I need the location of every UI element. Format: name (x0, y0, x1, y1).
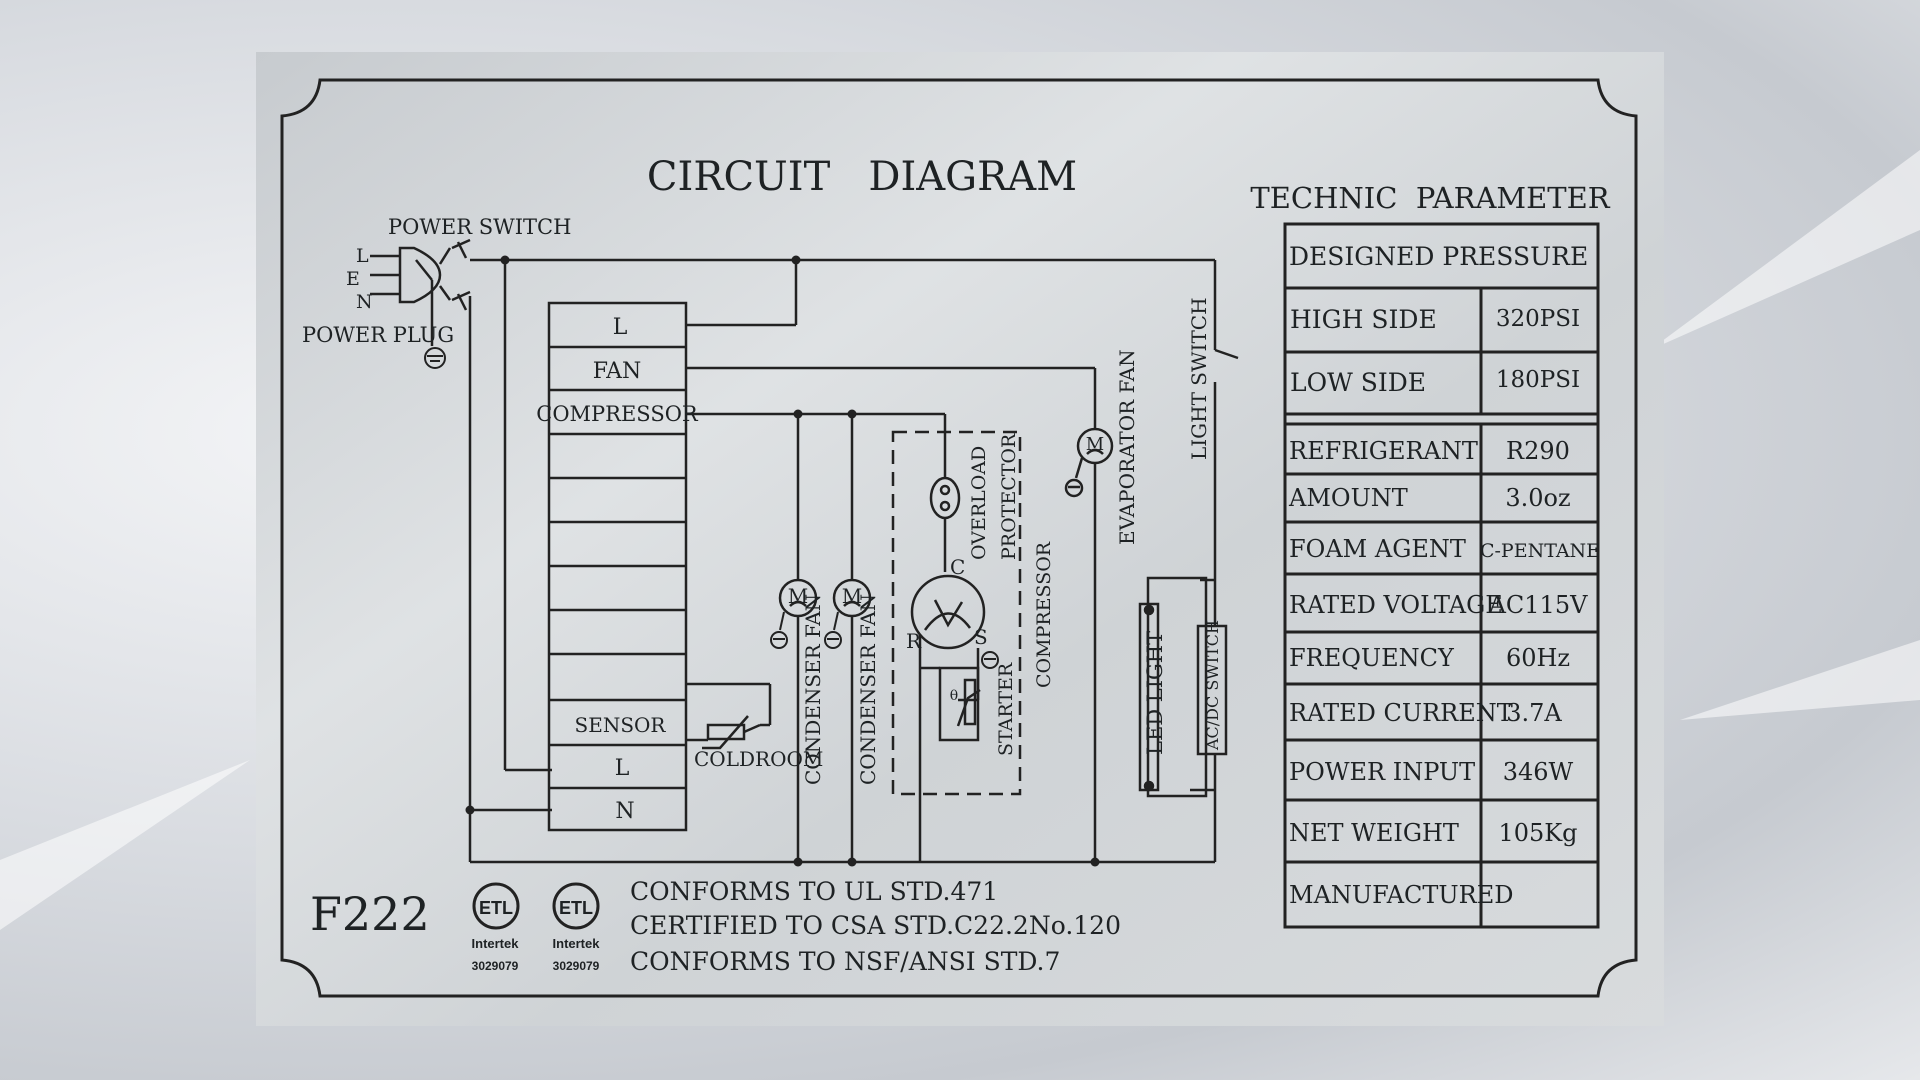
terminal-c-label: C (950, 555, 965, 579)
foam-agent-value: C-PENTANE (1480, 540, 1600, 562)
board-terminal-l-top: L (613, 315, 628, 340)
terminal-r-label: R (906, 629, 922, 653)
conformity-line-1: CONFORMS TO UL STD.471 (630, 877, 998, 906)
acdc-switch-label: AC/DC SWITCH (1203, 620, 1222, 751)
etl-logo-1: ETL Intertek 3029079 (472, 882, 520, 973)
foam-agent-label: FOAM AGENT (1289, 535, 1466, 563)
wiring (468, 258, 1239, 864)
board-terminal-n: N (615, 799, 634, 824)
evaporator-fan-motor-symbol: M (1086, 434, 1104, 455)
power-switch-label: POWER SWITCH (388, 215, 571, 239)
condenser-fan-ground-icons (770, 611, 842, 649)
intertek-1-number: 3029079 (472, 959, 519, 973)
starter-theta-label: θ (950, 688, 958, 704)
diagram-title: CIRCUIT DIAGRAM (647, 154, 1077, 200)
power-input-label: POWER INPUT (1289, 758, 1475, 786)
board-terminal-sensor: SENSOR (575, 713, 667, 737)
wire-junction-dots (465, 255, 1100, 867)
board-terminal-compressor: COMPRESSOR (536, 402, 699, 426)
condenser-fan-2-label: CONDENSER FAN (856, 594, 880, 785)
board-terminal-fan: FAN (593, 359, 642, 384)
conformity-line-2: CERTIFIED TO CSA STD.C22.2No.120 (630, 911, 1121, 940)
thermistor-icon (700, 715, 761, 750)
amount-label: AMOUNT (1288, 484, 1408, 512)
amount-value: 3.0oz (1505, 484, 1570, 512)
intertek-1-label: Intertek (472, 936, 520, 951)
designed-pressure-label: DESIGNED PRESSURE (1289, 242, 1588, 271)
power-input-value: 346W (1503, 758, 1574, 786)
condenser-fan-1-motor-icon (778, 578, 818, 618)
rated-current-label: RATED CURRENT (1289, 699, 1513, 727)
condenser-fan-1-label: CONDENSER FAN (801, 594, 825, 785)
net-weight-label: NET WEIGHT (1289, 819, 1459, 847)
rated-voltage-label: RATED VOLTAGE (1289, 591, 1503, 619)
high-side-label: HIGH SIDE (1290, 305, 1437, 334)
control-board (547, 301, 688, 832)
technic-parameter-table (1283, 222, 1600, 929)
manufactured-label: MANUFACTURED (1289, 881, 1513, 909)
condenser-fan-1-motor-symbol: M (788, 584, 808, 608)
high-side-value: 320PSI (1496, 306, 1580, 332)
ground-icon (424, 347, 446, 369)
power-plug-label: POWER PLUG (302, 323, 454, 347)
refrigerant-value: R290 (1506, 437, 1570, 465)
etl-logo-1-text: ETL (479, 898, 513, 918)
coldroom-label: COLDROOM (694, 747, 823, 771)
board-terminal-l-bottom: L (615, 756, 630, 781)
compressor-ground-icon (981, 651, 999, 669)
frequency-value: 60Hz (1506, 644, 1570, 672)
pin-n-label: N (356, 291, 373, 313)
metal-plate (256, 52, 1664, 1026)
pin-l-label: L (356, 245, 369, 267)
terminal-s-label: S (974, 625, 988, 649)
rated-voltage-value: AC115V (1488, 591, 1589, 619)
conformity-line-3: CONFORMS TO NSF/ANSI STD.7 (630, 947, 1060, 976)
evaporator-fan-motor-icon (1064, 427, 1114, 498)
plate-border (280, 78, 1638, 998)
compressor-dashed-box (891, 430, 1022, 796)
intertek-2-label: Intertek (553, 936, 601, 951)
technic-parameter-title: TECHNIC PARAMETER (1250, 181, 1610, 215)
condenser-fan-2-motor-symbol: M (842, 584, 862, 608)
etl-logo-2: ETL Intertek 3029079 (552, 882, 601, 973)
light-switch-label: LIGHT SWITCH (1187, 297, 1211, 460)
frequency-label: FREQUENCY (1289, 644, 1455, 672)
compressor-label: COMPRESSOR (1033, 541, 1055, 688)
background-light-streaks (0, 150, 1920, 930)
overload-label: OVERLOAD (968, 446, 990, 560)
led-light-icon (1138, 576, 1228, 798)
compressor-motor-icon (910, 574, 986, 650)
protector-label: PROTECTOR (998, 433, 1020, 560)
model-number: F222 (310, 887, 430, 941)
pin-e-label: E (346, 268, 360, 290)
evaporator-fan-label: EVAPORATOR FAN (1115, 349, 1139, 545)
low-side-label: LOW SIDE (1290, 368, 1426, 397)
etl-logo-2-text: ETL (559, 898, 593, 918)
intertek-2-number: 3029079 (553, 959, 600, 973)
overload-protector-icon (929, 476, 961, 520)
rated-current-value: 3.7A (1506, 699, 1562, 727)
led-light-label: LED LIGHT (1143, 631, 1167, 755)
starter-icon (938, 666, 981, 742)
net-weight-value: 105Kg (1498, 819, 1577, 847)
condenser-fan-2-motor-icon (832, 578, 872, 618)
starter-label: STARTER (995, 662, 1017, 756)
refrigerant-label: REFRIGERANT (1289, 437, 1478, 465)
power-section (370, 238, 471, 346)
low-side-value: 180PSI (1496, 367, 1580, 393)
